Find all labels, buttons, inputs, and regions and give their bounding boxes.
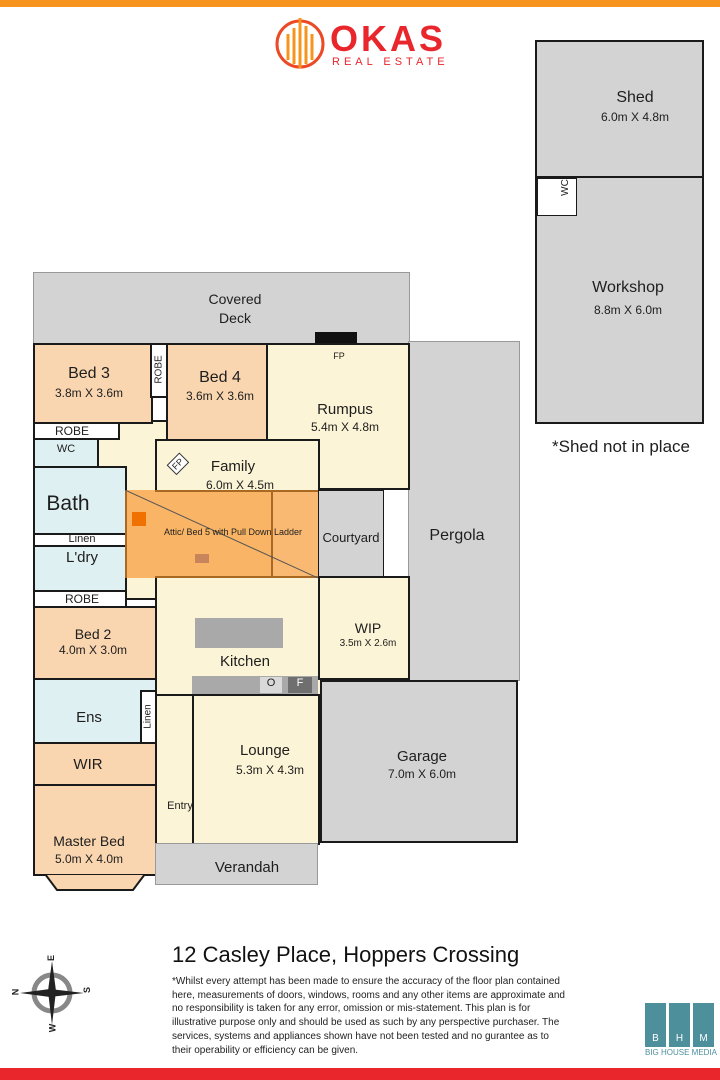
kitchen-island — [195, 618, 283, 648]
robe-bed4-label: ROBE — [153, 355, 165, 384]
pergola — [408, 341, 520, 681]
bed2-dim: 4.0m X 3.0m — [58, 643, 128, 657]
bhm-m: M — [693, 1003, 714, 1047]
entry — [155, 694, 195, 845]
bath-label: Bath — [46, 492, 90, 515]
lounge-dim: 5.3m X 4.3m — [235, 763, 305, 777]
logo-mark-icon — [275, 18, 325, 69]
rumpus — [266, 343, 410, 490]
logo-name: OKAS — [330, 18, 447, 59]
family — [155, 439, 320, 492]
compass-w: W — [47, 1023, 58, 1033]
laundry — [33, 545, 127, 592]
logo-tagline: REAL ESTATE — [332, 56, 449, 68]
address-title: 12 Casley Place, Hoppers Crossing — [172, 942, 520, 967]
robe-bed2-label: ROBE — [64, 592, 100, 606]
workshop — [535, 176, 704, 424]
bed2-label: Bed 2 — [74, 626, 112, 642]
linen-label: Linen — [68, 533, 96, 545]
robe-bed3-label: ROBE — [54, 424, 90, 438]
bed4-dim: 3.6m X 3.6m — [185, 389, 255, 403]
compass-rose-icon — [20, 961, 84, 1025]
wip-label: WIP — [354, 620, 382, 636]
kitchen-label: Kitchen — [219, 653, 271, 670]
master-bed-dim: 5.0m X 4.0m — [54, 852, 124, 866]
bhm-name: BIG HOUSE MEDIA — [645, 1048, 718, 1057]
wir-label: WIR — [73, 756, 103, 773]
covered-deck-label-2: Deck — [219, 310, 251, 326]
bed3 — [33, 343, 153, 424]
kitchen-counter — [192, 676, 318, 694]
shed-label: Shed — [616, 89, 654, 106]
compass-s: S — [82, 986, 93, 994]
ensuite-label: Ens — [76, 709, 102, 726]
workshop-wc-label: WC — [559, 179, 571, 196]
ensuite-linen-label: Linen — [142, 704, 154, 729]
master-bed — [33, 784, 157, 876]
wc-label: WC — [56, 443, 76, 455]
top-bar — [0, 0, 720, 7]
shed — [535, 40, 704, 178]
fridge: F — [288, 677, 312, 693]
covered-deck-label: Covered — [208, 291, 262, 307]
compass-n: N — [10, 988, 21, 996]
workshop-label: Workshop — [592, 279, 664, 296]
attic-diagonal — [125, 490, 318, 578]
oven: O — [260, 677, 282, 693]
lounge — [192, 694, 320, 845]
compass-e: E — [46, 954, 57, 962]
fireplace — [315, 332, 357, 344]
workshop-wc — [537, 178, 577, 216]
verandah — [155, 843, 318, 885]
disclaimer: *Whilst every attempt has been made to e… — [172, 976, 565, 1056]
verandah-label: Verandah — [214, 859, 280, 876]
compass: E N S W — [10, 954, 93, 1035]
courtyard-label: Courtyard — [322, 530, 380, 545]
bhm-b: B — [645, 1003, 666, 1047]
garage-dim: 7.0m X 6.0m — [387, 767, 457, 781]
rumpus-dim: 5.4m X 4.8m — [310, 420, 380, 434]
garage — [320, 680, 518, 843]
workshop-dim: 8.8m X 6.0m — [593, 303, 663, 317]
laundry-label: L'dry — [65, 549, 99, 566]
attic-label: Attic/ Bed 5 with Pull Down Ladder — [163, 527, 303, 537]
shed-dim: 6.0m X 4.8m — [600, 110, 670, 124]
bottom-bar — [0, 1068, 720, 1080]
wip — [318, 578, 410, 680]
bhm-h: H — [669, 1003, 690, 1047]
shed-note: *Shed not in place — [552, 437, 690, 456]
bhm-logo: B H M BIG HOUSE MEDIA — [645, 1003, 718, 1059]
bed3-dim: 3.8m X 3.6m — [54, 386, 124, 400]
logo: OKAS REAL ESTATE — [272, 14, 452, 70]
wip-dim: 3.5m X 2.6m — [339, 638, 397, 649]
attic-hatch — [132, 512, 146, 526]
rumpus-label: Rumpus — [317, 401, 373, 418]
pergola-label: Pergola — [429, 527, 485, 544]
entry-label: Entry — [167, 800, 193, 812]
bed3-label: Bed 3 — [68, 365, 110, 382]
family-label: Family — [210, 458, 256, 475]
bed4-label: Bed 4 — [199, 369, 241, 386]
lounge-label: Lounge — [239, 742, 291, 759]
rumpus-fp-label: FP — [333, 351, 345, 361]
garage-label: Garage — [396, 748, 448, 765]
master-bed-label: Master Bed — [53, 833, 125, 849]
family-dim: 6.0m X 4.5m — [205, 478, 275, 492]
bay-window — [43, 874, 147, 891]
attic-ladder — [195, 554, 209, 563]
